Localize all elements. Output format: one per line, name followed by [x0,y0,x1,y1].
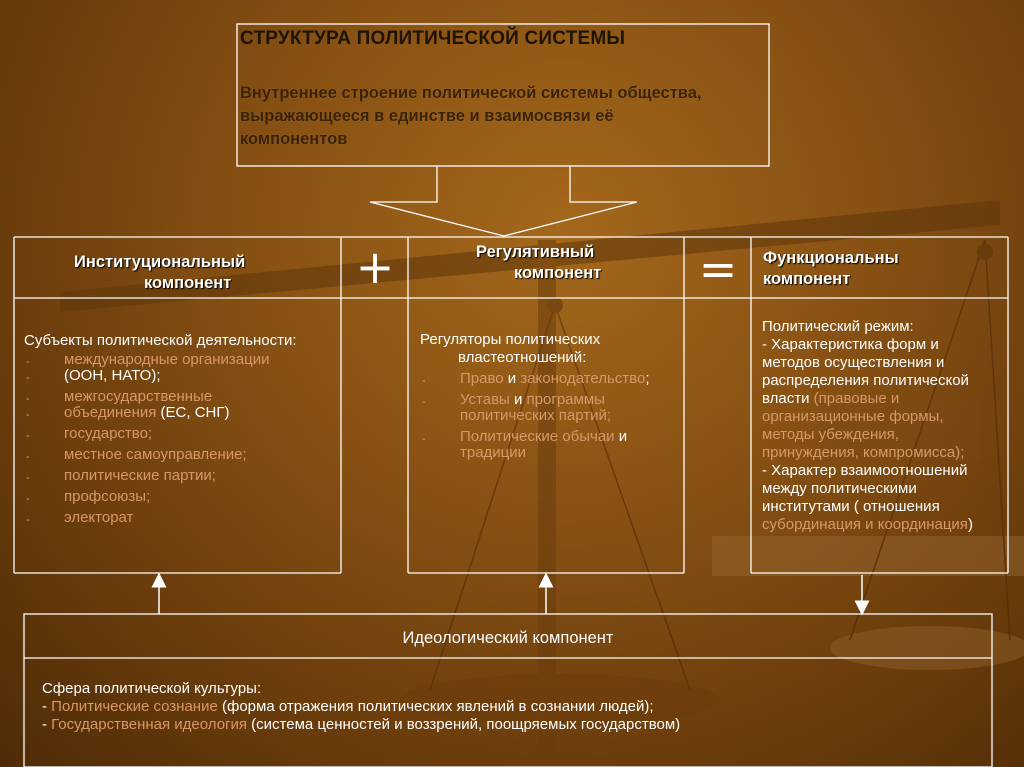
ideological-body: Сфера политической культуры: - Политичес… [42,680,681,733]
list-item: профсоюзы; [24,489,339,508]
subjects-list: международные организации (ООН, НАТО); м… [24,352,339,529]
plus-sign: + [355,240,395,294]
diagram-title: СТРУКТУРА ПОЛИТИЧЕСКОЙ СИСТЕМЫ [240,28,626,49]
definition-pointer [369,166,638,237]
list-item: межгосударственные [24,389,339,408]
list-item: объединения (ЕС, СНГ) [24,405,339,424]
regulative-body: Регуляторы политических властеотношений:… [420,331,682,466]
list-item: (ООН, НАТО); [24,368,339,387]
list-item: государство; [24,426,339,445]
equals-sign: = [698,242,738,296]
list-item: электорат [24,510,339,529]
functional-body: Политический режим: - Характеристика фор… [762,318,973,533]
list-item: местное самоуправление; [24,447,339,466]
functional-title: Функциональны компонент [763,249,899,288]
ideological-title: Идеологический компонент [402,629,614,647]
list-item: международные организации [24,352,339,371]
ideological-box [23,613,993,767]
definition-box [236,23,770,167]
regulative-title: Регулятивный компонент [476,243,602,282]
list-item: Право и законодательство; [420,371,682,390]
definition-text: Внутреннее строение политической системы… [240,84,702,148]
institutional-body: Субъекты политической деятельности: межд… [24,332,339,531]
regulators-list: Право и законодательство; Уставы и прогр… [420,371,682,461]
institutional-title: Институциональный компонент [74,253,246,292]
list-item: политические партии; [24,468,339,487]
